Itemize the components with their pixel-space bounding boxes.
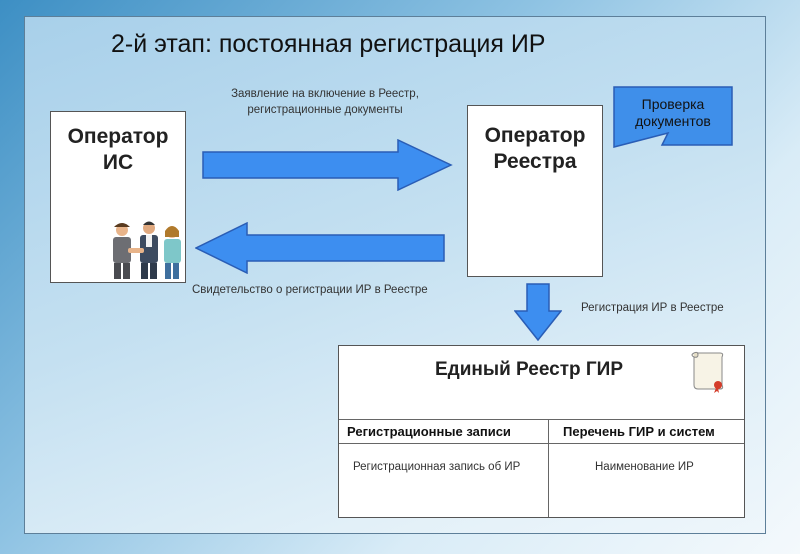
registry-header-top-divider [339, 419, 744, 420]
registry-col2-value: Наименование ИР [595, 461, 694, 473]
slide-title: 2-й этап: постоянная регистрация ИР [111, 30, 546, 58]
registry-header-bottom-divider [339, 443, 744, 444]
check-documents-label: Проверка документов [614, 96, 732, 130]
registry-col1-header: Регистрационные записи [347, 424, 511, 439]
arrow-down-label: Регистрация ИР в Реестре [581, 302, 724, 314]
operator-registry-line2: Реестра [493, 150, 577, 173]
check-documents-shape [613, 86, 733, 148]
check-documents-line1: Проверка [641, 96, 705, 112]
unified-registry-box: Единый Реестр ГИР Регистрационные записи… [338, 345, 745, 518]
check-documents-line2: документов [635, 113, 711, 129]
operator-is-line1: Оператор [67, 125, 169, 148]
arrow-right-label-line1: Заявление на включение в Реестр, [231, 88, 419, 100]
registry-title: Единый Реестр ГИР [434, 359, 623, 380]
arrow-down-icon [514, 283, 562, 341]
scroll-certificate-icon [691, 351, 724, 393]
operator-is-line2: ИС [102, 151, 134, 174]
business-people-icon [113, 221, 181, 279]
arrow-right-icon [202, 139, 453, 191]
arrow-left-icon [195, 222, 445, 274]
arrow-left-label: Свидетельство о регистрации ИР в Реестре [192, 284, 428, 296]
arrow-right-label: Заявление на включение в Реестр, регистр… [218, 86, 432, 118]
operator-registry-line1: Оператор [484, 124, 586, 147]
registry-col2-header: Перечень ГИР и систем [563, 424, 715, 439]
operator-registry-box: Оператор Реестра [467, 105, 603, 277]
registry-column-divider [548, 419, 549, 517]
arrow-right-label-line2: регистрационные документы [247, 104, 403, 116]
registry-col1-value: Регистрационная запись об ИР [353, 461, 521, 473]
